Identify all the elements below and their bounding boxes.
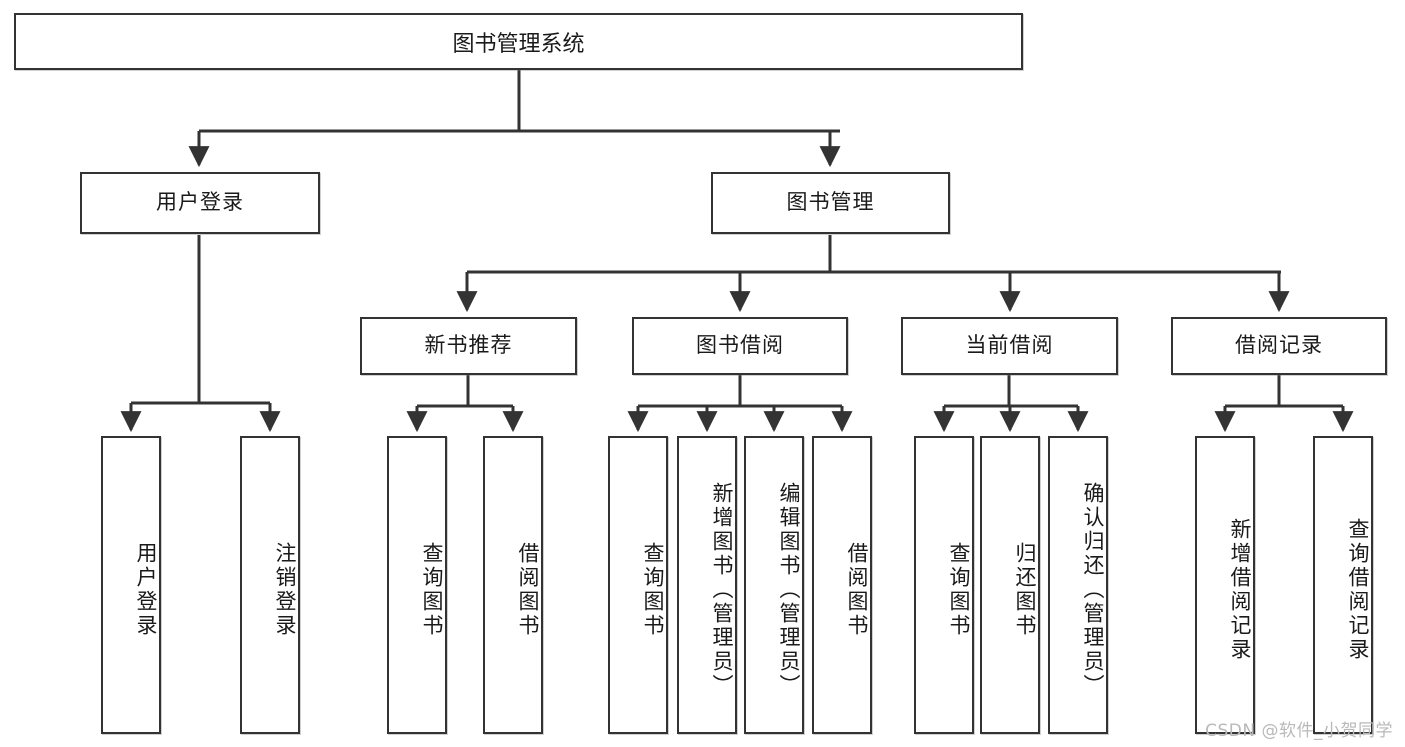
node-label: 查询图书: [420, 542, 444, 638]
node-new-book-recommend[interactable]: 新书推荐: [360, 317, 577, 375]
node-label: 注销登录: [273, 542, 297, 638]
node-borrow-record[interactable]: 借阅记录: [1171, 317, 1387, 375]
leaf-current-borrow-confirm[interactable]: 确认归还（管理员）: [1048, 436, 1108, 734]
node-book-management[interactable]: 图书管理: [711, 172, 950, 234]
leaf-book-borrow-edit[interactable]: 编辑图书（管理员）: [744, 436, 804, 734]
node-label: 新增借阅记录: [1228, 518, 1252, 662]
leaf-book-borrow-query[interactable]: 查询图书: [608, 436, 668, 734]
node-label: 借阅图书: [845, 542, 869, 638]
leaf-user-login-signout[interactable]: 注销登录: [240, 436, 300, 734]
node-label: 图书管理系统: [452, 31, 585, 57]
node-label: 借阅图书: [516, 542, 540, 638]
node-label: 图书管理: [786, 190, 875, 215]
leaf-current-borrow-return[interactable]: 归还图书: [980, 436, 1040, 734]
node-label: 新书推荐: [424, 333, 513, 358]
node-label: 编辑图书（管理员）: [777, 482, 801, 698]
leaf-borrow-record-query[interactable]: 查询借阅记录: [1313, 436, 1373, 734]
leaf-new-book-query[interactable]: 查询图书: [387, 436, 447, 734]
node-label: 借阅记录: [1235, 333, 1323, 358]
leaf-current-borrow-query[interactable]: 查询图书: [914, 436, 974, 734]
node-user-login[interactable]: 用户登录: [80, 172, 320, 234]
csdn-watermark: CSDN @软件_小贺同学: [1205, 721, 1393, 741]
node-label: 用户登录: [134, 542, 158, 638]
node-label: 用户登录: [156, 190, 244, 215]
leaf-borrow-record-add[interactable]: 新增借阅记录: [1195, 436, 1255, 734]
node-label: 查询图书: [947, 542, 971, 638]
leaf-book-borrow-lend[interactable]: 借阅图书: [812, 436, 872, 734]
leaf-new-book-borrow[interactable]: 借阅图书: [483, 436, 543, 734]
node-label: 新增图书（管理员）: [710, 482, 734, 698]
node-label: 当前借阅: [965, 333, 1054, 358]
node-label: 图书借阅: [696, 333, 784, 358]
leaf-book-borrow-add[interactable]: 新增图书（管理员）: [677, 436, 737, 734]
node-current-borrow[interactable]: 当前借阅: [901, 317, 1118, 375]
node-label: 确认归还（管理员）: [1081, 482, 1105, 698]
node-label: 归还图书: [1013, 542, 1037, 638]
node-label: 查询图书: [641, 542, 665, 638]
node-book-borrow[interactable]: 图书借阅: [632, 317, 848, 375]
leaf-user-login-signin[interactable]: 用户登录: [101, 436, 161, 734]
node-label: 查询借阅记录: [1346, 518, 1370, 662]
node-root-system[interactable]: 图书管理系统: [14, 13, 1023, 70]
